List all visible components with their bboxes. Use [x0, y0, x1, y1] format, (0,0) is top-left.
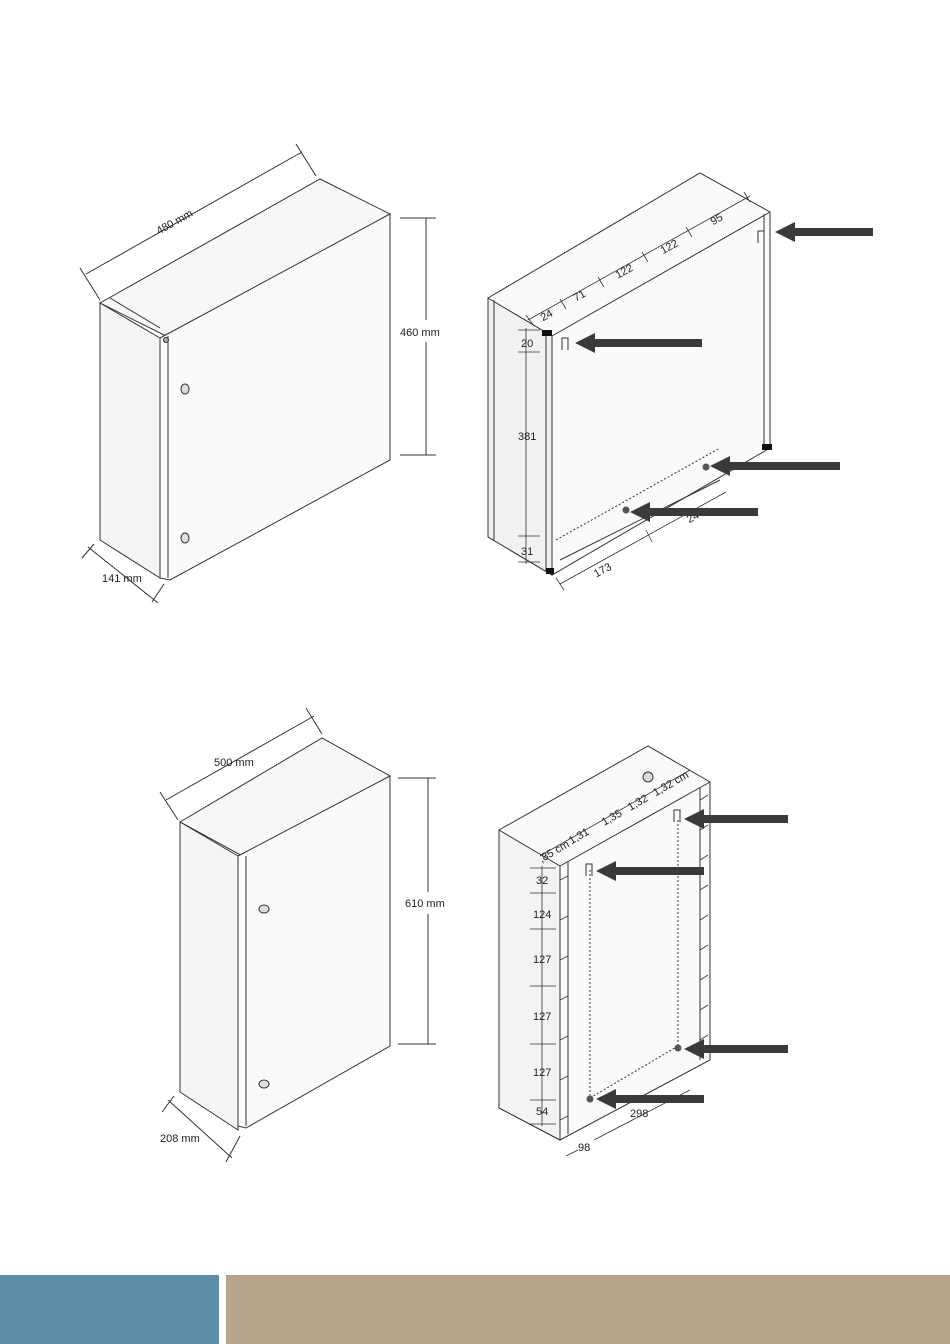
dim-side-label: 124 — [533, 909, 551, 921]
cabinet2-side-face — [180, 822, 238, 1130]
dim-line-height — [398, 778, 436, 1044]
dim-side-label: 127 — [533, 954, 551, 966]
dim-depth-label: 141 mm — [102, 573, 142, 585]
dim-width-label: 500 mm — [214, 757, 254, 769]
dim-width-label: 480 mm — [154, 208, 195, 238]
dim-height-label: 460 mm — [400, 327, 440, 339]
dim-side-label: 381 — [518, 431, 536, 443]
dim-side-label: 31 — [521, 546, 533, 558]
dim-side-label: 32 — [536, 875, 548, 887]
footer-bar-right — [226, 1275, 950, 1344]
dim-height-label: 610 mm — [405, 898, 445, 910]
dim-side-label: 127 — [533, 1011, 551, 1023]
figure2-front-view: 500 mm 610 mm 208 mm — [0, 660, 475, 1220]
dim-bottom-label: 298 — [630, 1108, 648, 1120]
footer-bar-left — [0, 1275, 219, 1344]
figure1-back-view: 24 71 122 122 95 20 381 31 173 24 — [475, 0, 950, 640]
cabinet1-side-face — [100, 303, 160, 578]
figure2-back-view: ,85 cm 1,31 1,35 1,32 1,32 cm 32 124 127… — [475, 660, 950, 1220]
dim-side-label: 127 — [533, 1067, 551, 1079]
dim-side-label: 54 — [536, 1106, 548, 1118]
dim-bottom-label: 98 — [578, 1142, 590, 1154]
figure1-front-view: 480 mm 460 mm 141 mm — [0, 0, 475, 640]
dim-bottom-label: 173 — [592, 561, 614, 580]
dim-depth-label: 208 mm — [160, 1133, 200, 1145]
dim-side-label: 20 — [521, 338, 533, 350]
